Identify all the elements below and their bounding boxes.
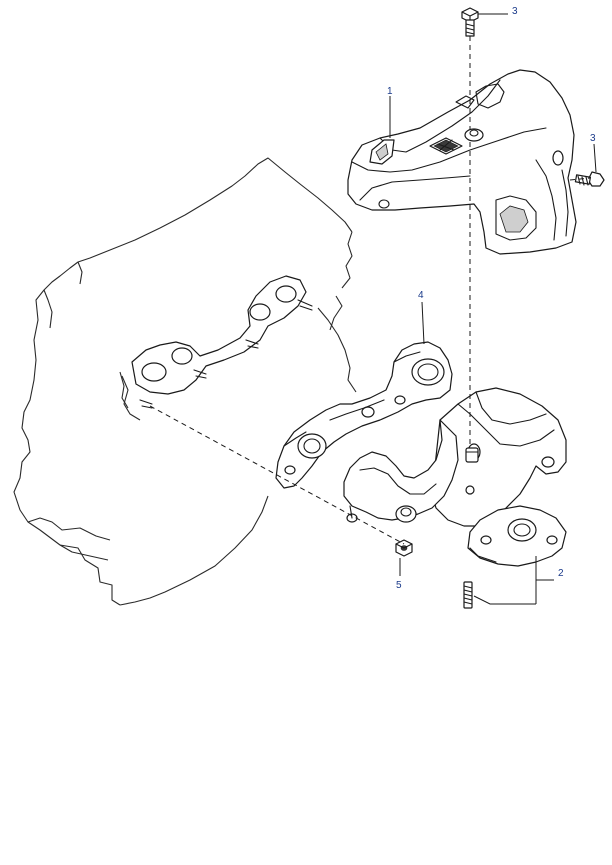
port-gasket-on-engine — [119, 275, 313, 409]
callout-leaders — [389, 13, 597, 605]
gasket — [275, 341, 453, 489]
callout-nut: 5 — [396, 580, 402, 591]
callout-gasket: 4 — [418, 290, 424, 301]
callout-stud: 2 — [558, 568, 564, 579]
exhaust-manifold — [343, 387, 567, 567]
callout-bolt-top: 3 — [512, 6, 518, 17]
stud — [463, 581, 473, 609]
heat-shield — [347, 69, 577, 255]
engine-block-outline — [13, 157, 357, 606]
bolt-top — [461, 7, 479, 37]
callout-labels: 3 1 3 4 2 5 — [387, 6, 596, 591]
callout-heat-shield: 1 — [387, 86, 393, 97]
alignment-lines — [149, 36, 591, 545]
callout-bolt-side: 3 — [590, 133, 596, 144]
nut — [395, 539, 413, 557]
bolt-side — [574, 171, 605, 187]
